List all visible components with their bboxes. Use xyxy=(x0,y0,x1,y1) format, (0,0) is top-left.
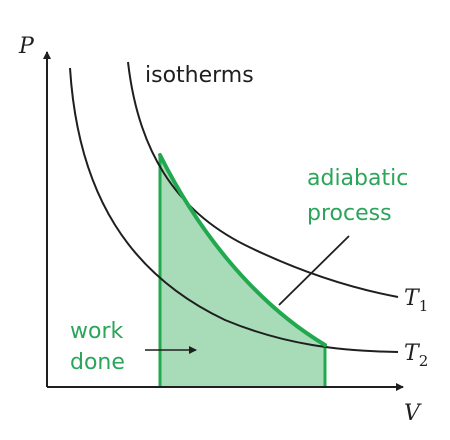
isotherm-t2-curve xyxy=(69,67,399,353)
isotherm-t1-curve xyxy=(127,61,399,298)
adiabatic-curve xyxy=(158,153,327,347)
t2-subscript: 2 xyxy=(419,352,429,370)
work-done-label-line1: work xyxy=(70,319,123,344)
isotherms-label: isotherms xyxy=(145,63,254,88)
t1-label: T1 xyxy=(404,286,428,315)
t2-base: T xyxy=(404,341,421,366)
y-axis-label: P xyxy=(18,34,35,59)
adiabatic-pointer-line xyxy=(278,235,350,306)
work-done-region xyxy=(160,155,325,387)
t1-base: T xyxy=(404,286,421,311)
t2-label: T2 xyxy=(404,341,428,370)
adiabatic-label-line1: adiabatic xyxy=(307,166,408,191)
x-axis-label: V xyxy=(404,401,422,426)
adiabatic-label-line2: process xyxy=(307,201,392,226)
t1-subscript: 1 xyxy=(419,297,429,315)
work-done-label-line2: done xyxy=(70,350,125,375)
